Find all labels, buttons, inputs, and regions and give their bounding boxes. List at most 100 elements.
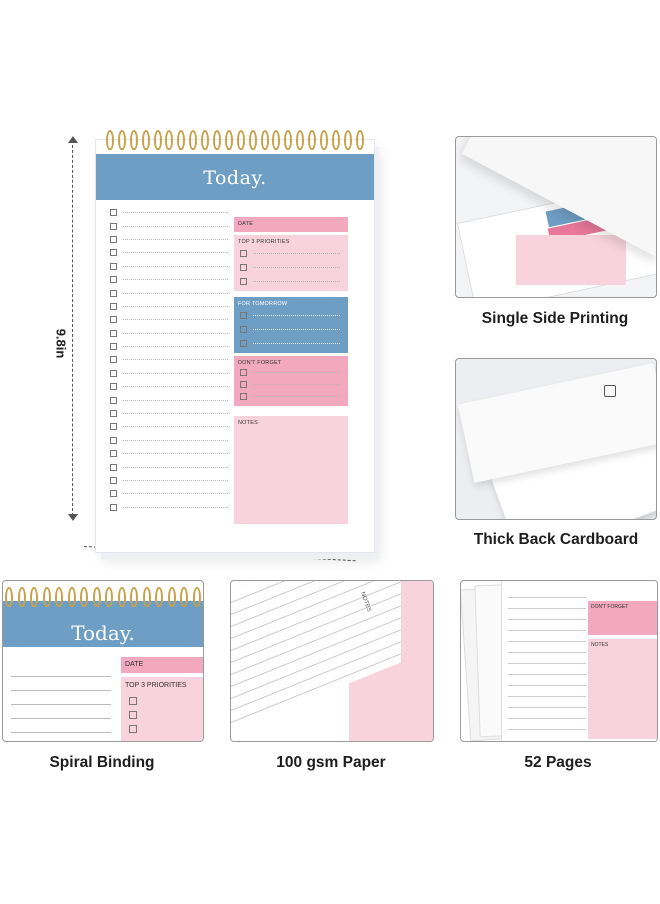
dotted-line bbox=[123, 506, 228, 508]
height-arrow-top bbox=[68, 136, 78, 143]
spiral-ring bbox=[180, 587, 189, 607]
checkbox-icon bbox=[240, 263, 247, 271]
dotted-line bbox=[123, 319, 228, 321]
dotted-line bbox=[123, 332, 228, 334]
spiral-ring bbox=[141, 130, 150, 150]
back-cardboard-inset bbox=[455, 358, 657, 520]
dotted-line bbox=[123, 493, 228, 495]
checkbox-icon bbox=[110, 249, 117, 257]
checklist-row bbox=[110, 246, 228, 259]
checklist-row bbox=[110, 273, 228, 286]
checkbox-icon bbox=[110, 209, 117, 217]
checkbox-icon bbox=[110, 369, 117, 377]
spiral-ring bbox=[105, 587, 114, 607]
checklist-row bbox=[110, 219, 228, 232]
spiral-ring bbox=[153, 130, 162, 150]
checklist-row bbox=[110, 313, 228, 326]
checklist-row bbox=[110, 206, 228, 219]
page-notes-label: NOTES bbox=[591, 642, 609, 648]
spiral-ring bbox=[30, 587, 39, 607]
checklist-row bbox=[110, 260, 228, 273]
dotted-line bbox=[123, 279, 228, 281]
spiral-ring bbox=[92, 587, 101, 607]
tomorrow-label: FOR TOMORROW bbox=[238, 301, 288, 307]
spiral-ring bbox=[224, 130, 233, 150]
spiral-inset: Today. DATE TOP 3 PRIORITIES bbox=[2, 580, 204, 742]
date-label: DATE bbox=[238, 221, 254, 227]
spiral-ring bbox=[106, 130, 114, 150]
checklist-row bbox=[110, 407, 228, 420]
dotted-line bbox=[123, 238, 228, 240]
spiral-ring bbox=[42, 587, 51, 607]
caption-paper: 100 gsm Paper bbox=[276, 754, 386, 771]
dotted-line bbox=[123, 305, 228, 307]
inset-priorities-block: TOP 3 PRIORITIES bbox=[121, 677, 203, 741]
checklist-row bbox=[110, 474, 228, 487]
checkbox-icon bbox=[110, 222, 117, 230]
dotted-line bbox=[123, 466, 228, 468]
checkbox-icon bbox=[110, 276, 117, 284]
dotted-line bbox=[123, 426, 228, 428]
caption-spiral: Spiral Binding bbox=[49, 754, 155, 771]
spiral-coil bbox=[5, 587, 201, 615]
checkbox-icon bbox=[110, 316, 117, 324]
spiral-ring bbox=[129, 130, 138, 150]
tomorrow-block: FOR TOMORROW bbox=[234, 297, 348, 353]
priorities-block: TOP 3 PRIORITIES bbox=[234, 235, 348, 291]
spiral-ring bbox=[177, 130, 186, 150]
checklist-row bbox=[110, 460, 228, 473]
spiral-coil bbox=[106, 130, 364, 158]
spiral-ring bbox=[236, 130, 245, 150]
dotted-line bbox=[123, 453, 228, 455]
dotted-line bbox=[123, 346, 228, 348]
caption-back-cardboard: Thick Back Cardboard bbox=[473, 531, 639, 548]
checkbox-icon bbox=[110, 477, 117, 484]
spiral-ring bbox=[155, 587, 164, 607]
caption-single-side: Single Side Printing bbox=[481, 310, 629, 327]
dotted-line bbox=[123, 212, 228, 214]
spiral-ring bbox=[55, 587, 64, 607]
checkbox-icon bbox=[110, 383, 117, 391]
checklist-row bbox=[110, 367, 228, 380]
spiral-ring bbox=[201, 130, 210, 150]
spiral-ring bbox=[355, 130, 364, 150]
dotted-line bbox=[123, 252, 228, 254]
priorities-label: TOP 3 PRIORITIES bbox=[238, 239, 290, 245]
checklist-row bbox=[110, 286, 228, 299]
spiral-ring bbox=[260, 130, 269, 150]
spiral-ring bbox=[331, 130, 340, 150]
checklist-row bbox=[110, 434, 228, 447]
checkbox-icon bbox=[110, 463, 117, 471]
spiral-ring bbox=[67, 587, 76, 607]
height-arrow-bottom bbox=[68, 514, 78, 521]
spiral-ring bbox=[5, 587, 13, 607]
checkbox-icon bbox=[240, 325, 247, 333]
caption-pages: 52 Pages bbox=[524, 754, 592, 771]
spiral-ring bbox=[308, 130, 317, 150]
spiral-ring bbox=[343, 130, 352, 150]
checklist-row bbox=[110, 501, 228, 514]
page-front: DON'T FORGET NOTES bbox=[501, 581, 657, 741]
spiral-ring bbox=[272, 130, 281, 150]
checkbox-icon bbox=[240, 249, 247, 257]
spiral-ring bbox=[248, 130, 257, 150]
checkbox-icon bbox=[110, 356, 117, 364]
checkbox-icon bbox=[110, 490, 117, 498]
dotted-line bbox=[123, 399, 228, 401]
dotted-line bbox=[123, 372, 228, 374]
page-dont-forget-block: DON'T FORGET bbox=[588, 601, 657, 635]
pages-inset: DON'T FORGET NOTES bbox=[460, 580, 658, 742]
checkbox-icon bbox=[110, 262, 117, 270]
dont-forget-label: DON'T FORGET bbox=[238, 360, 282, 366]
spiral-ring bbox=[192, 587, 201, 607]
height-arrow bbox=[72, 140, 73, 516]
checkbox-icon bbox=[110, 289, 117, 297]
checkbox-icon bbox=[110, 423, 117, 431]
dotted-line bbox=[123, 386, 228, 388]
checkbox-icon bbox=[129, 697, 137, 705]
checkbox-icon bbox=[110, 235, 117, 243]
checklist-row bbox=[110, 420, 228, 433]
dotted-line bbox=[123, 292, 228, 294]
spiral-ring bbox=[130, 587, 139, 607]
checkbox-icon bbox=[240, 311, 247, 319]
